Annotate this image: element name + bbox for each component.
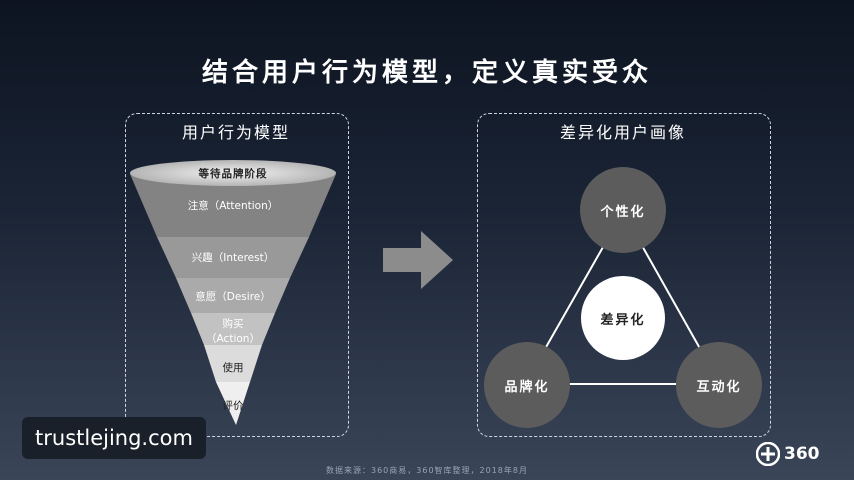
stage-action-sublabel: （Action） [206,333,260,345]
funnel-segment-attention [130,174,336,237]
funnel-segment-use [204,345,262,382]
logo-text: 360 [784,444,820,464]
node-personalization: 个性化 [580,167,666,253]
stage-desire-label: 意愿（Desire） [195,291,271,303]
stage-use-label: 使用 [222,362,244,374]
funnel-segment-interest [157,237,309,278]
triangle-connector [523,209,722,385]
right-arrow-icon [383,231,453,289]
funnel-segment-desire [176,278,290,313]
funnel-top-ellipse [130,160,336,186]
funnel-segment-review [216,382,250,425]
stage-interest-label: 兴趣（Interest） [191,252,275,264]
data-source-footer: 数据来源：360商易，360智库整理，2018年8月 [326,466,528,475]
node-interaction: 互动化 [676,342,762,428]
behavior-model-title: 用户行为模型 [181,123,290,142]
user-profile-panel [477,113,771,437]
stage-review-label: 评价 [222,400,244,412]
page-title: 结合用户行为模型，定义真实受众 [201,58,652,88]
behavior-model-panel [125,113,349,437]
node-differentiation: 差异化 [581,276,665,360]
user-profile-title: 差异化用户画像 [559,123,686,142]
node-branding: 品牌化 [484,342,570,428]
watermark: trustlejing.com [22,417,206,459]
funnel-segment-action [191,313,275,345]
funnel-top-label: 等待品牌阶段 [198,168,268,180]
stage-action-label: 购买 [222,318,244,330]
logo-plus-icon [756,442,780,466]
stage-attention-label: 注意（Attention） [187,200,279,212]
brand-logo: 360 [756,442,820,466]
